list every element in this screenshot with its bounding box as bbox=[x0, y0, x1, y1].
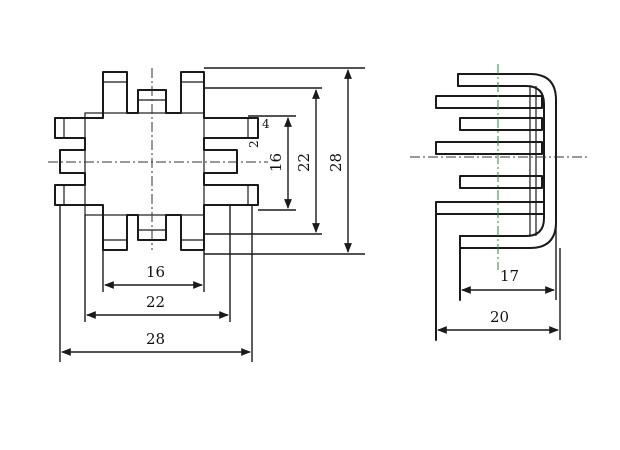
side-fin bbox=[435, 141, 543, 155]
label-side-17: 17 bbox=[500, 267, 519, 285]
label-small-4: 4 bbox=[262, 117, 270, 131]
label-small-2: 2 bbox=[247, 140, 261, 148]
label-height-22: 22 bbox=[295, 153, 313, 172]
label-width-28: 28 bbox=[146, 330, 165, 348]
front-view: 16 22 28 28 22 16 4 2 bbox=[48, 67, 365, 362]
side-fin bbox=[435, 201, 545, 215]
side-outer-bend bbox=[457, 73, 557, 249]
side-inner-bend bbox=[457, 85, 545, 237]
label-width-16: 16 bbox=[146, 263, 165, 281]
side-view: 17 20 bbox=[410, 64, 590, 341]
inner-body bbox=[84, 112, 205, 216]
label-height-28: 28 bbox=[327, 153, 345, 172]
label-width-22: 22 bbox=[146, 293, 165, 311]
side-fin bbox=[459, 117, 543, 131]
label-height-16: 16 bbox=[267, 153, 285, 172]
side-fin bbox=[435, 95, 543, 109]
label-side-20: 20 bbox=[490, 308, 509, 326]
side-fin bbox=[459, 175, 543, 189]
